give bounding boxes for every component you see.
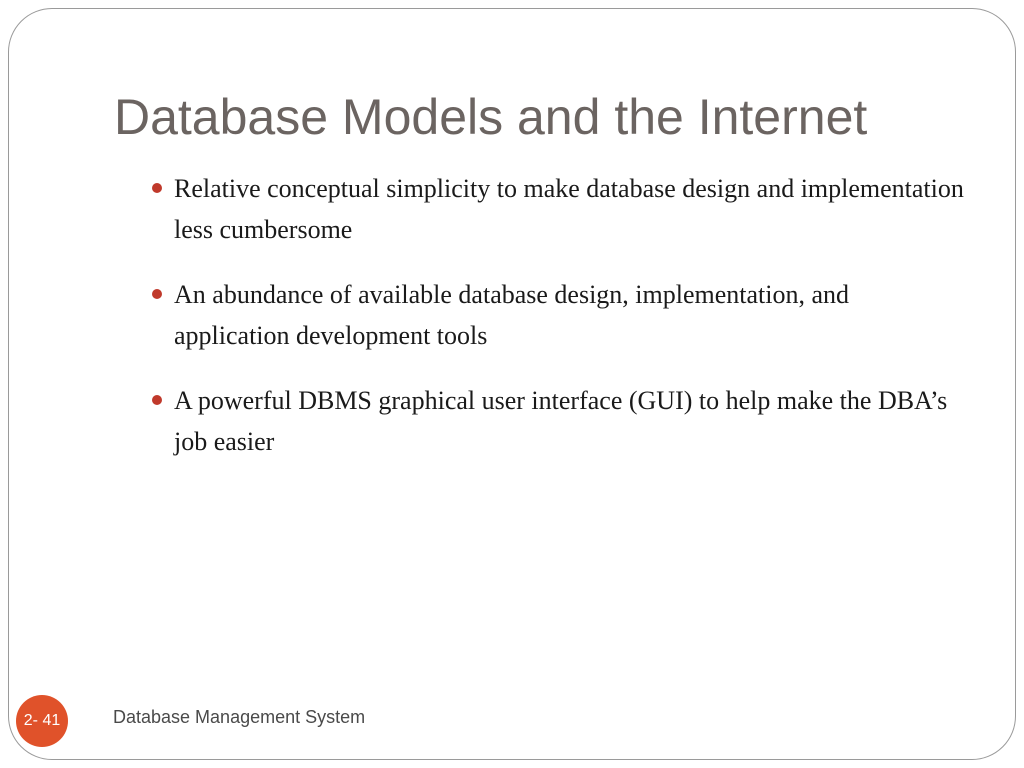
bullet-dot-icon [152,395,162,405]
slide-number-badge: 2- 41 [16,695,68,747]
bullet-list: Relative conceptual simplicity to make d… [148,168,968,486]
bullet-dot-icon [152,183,162,193]
slide-frame [8,8,1016,760]
bullet-text: An abundance of available database desig… [174,280,850,350]
bullet-text: A powerful DBMS graphical user interface… [174,386,948,456]
bullet-item: An abundance of available database desig… [148,274,968,356]
bullet-text: Relative conceptual simplicity to make d… [174,174,964,244]
footer-text: Database Management System [113,707,366,727]
bullet-item: Relative conceptual simplicity to make d… [148,168,968,250]
bullet-item: A powerful DBMS graphical user interface… [148,380,968,462]
bullet-dot-icon [152,289,162,299]
slide-title: Database Models and the Internet [114,89,868,145]
